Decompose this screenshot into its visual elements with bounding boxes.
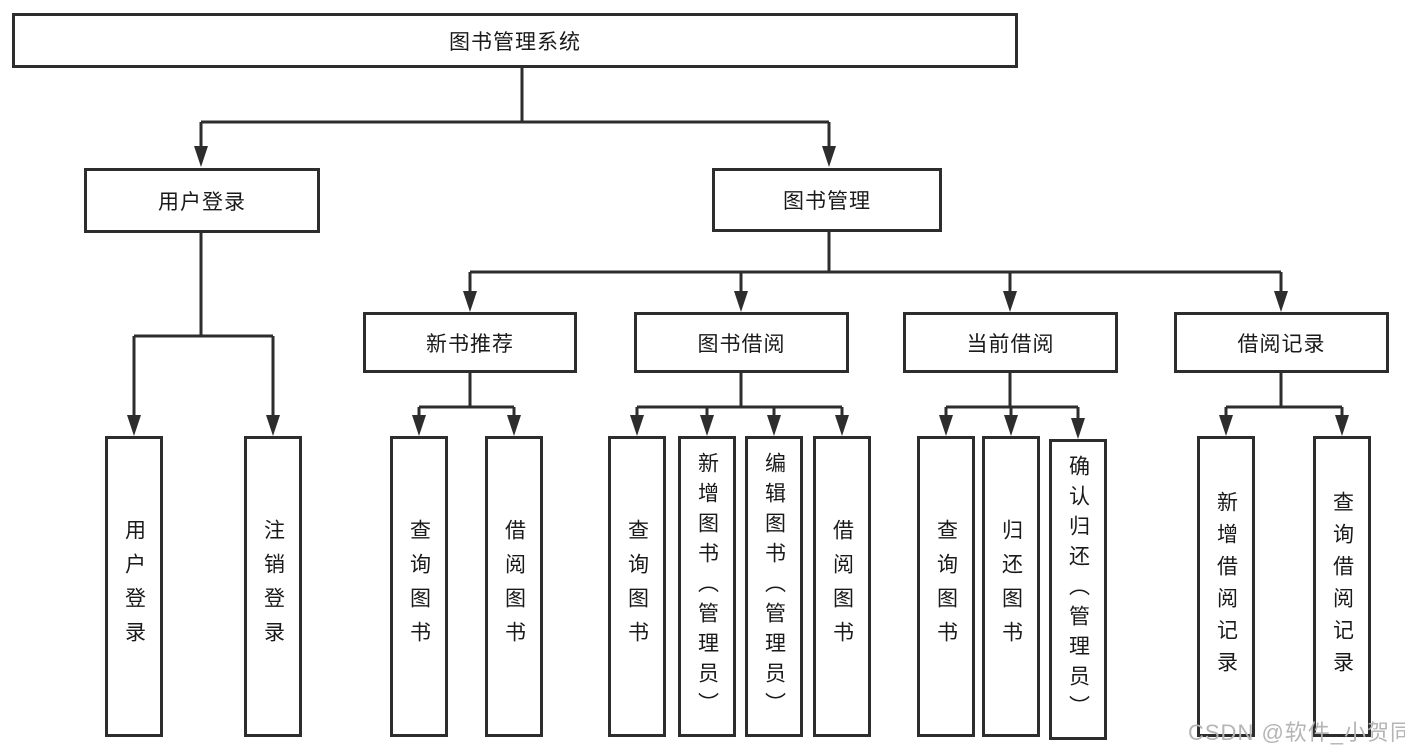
node-label: 图书管理系统	[449, 30, 581, 54]
node-new-book-recommendation: 新书推荐	[363, 312, 577, 373]
leaf-label: 新增借阅记录	[1214, 490, 1238, 683]
leaf-query-books-current: 查询图书	[917, 436, 975, 737]
node-label: 用户登录	[158, 190, 246, 214]
leaf-label: 查询图书	[934, 518, 958, 655]
leaf-label: 借阅图书	[830, 518, 854, 655]
csdn-watermark: CSDN @软件_小贺同学	[1188, 720, 1405, 745]
node-label: 当前借阅	[966, 332, 1055, 356]
leaf-return-book: 归还图书	[982, 436, 1040, 737]
leaf-edit-book-admin: 编辑图书（管理员）	[745, 436, 803, 737]
node-borrowing-records: 借阅记录	[1174, 312, 1389, 373]
node-current-borrowing: 当前借阅	[903, 312, 1118, 373]
node-library-management-system: 图书管理系统	[12, 13, 1018, 68]
node-book-management: 图书管理	[712, 168, 942, 232]
connector-borrow-records-children	[1224, 373, 1344, 417]
leaf-label: 编辑图书（管理员）	[762, 451, 786, 722]
leaf-borrow-books-borrowing: 借阅图书	[813, 436, 871, 737]
connector-current-borrow-children	[944, 373, 1080, 420]
leaf-query-books-borrowing: 查询图书	[608, 436, 666, 737]
leaf-label: 确认归还（管理员）	[1066, 454, 1090, 725]
leaf-add-borrow-record: 新增借阅记录	[1197, 436, 1255, 737]
leaf-label: 查询图书	[407, 518, 431, 655]
leaf-label: 用户登录	[122, 518, 146, 655]
connector-user-login-children	[132, 233, 275, 417]
leaf-label: 新增图书（管理员）	[695, 451, 719, 722]
leaf-borrow-books-recommend: 借阅图书	[485, 436, 543, 737]
connector-new-book-children	[417, 373, 516, 417]
connector-root-to-level2	[199, 67, 831, 148]
node-label: 图书借阅	[697, 332, 786, 356]
leaf-logout: 注销登录	[244, 436, 302, 737]
leaf-label: 借阅图书	[502, 518, 526, 655]
node-label: 图书管理	[783, 190, 871, 213]
leaf-user-login: 用户登录	[105, 436, 163, 737]
leaf-add-book-admin: 新增图书（管理员）	[678, 436, 736, 737]
node-label: 借阅记录	[1237, 332, 1326, 356]
node-book-borrowing: 图书借阅	[634, 312, 849, 373]
leaf-label: 归还图书	[999, 518, 1023, 655]
leaf-confirm-return-admin: 确认归还（管理员）	[1049, 439, 1107, 740]
leaf-label: 查询借阅记录	[1330, 490, 1354, 683]
node-label: 新书推荐	[426, 332, 514, 356]
leaf-label: 注销登录	[261, 518, 285, 655]
leaf-query-borrow-record: 查询借阅记录	[1313, 436, 1371, 737]
leaf-label: 查询图书	[625, 518, 649, 655]
connector-book-borrow-children	[635, 373, 844, 417]
leaf-query-books-recommend: 查询图书	[390, 436, 448, 737]
connector-book-mgmt-to-level3	[468, 232, 1283, 293]
arrow-down-icons	[127, 146, 1349, 439]
node-user-login: 用户登录	[84, 168, 320, 233]
